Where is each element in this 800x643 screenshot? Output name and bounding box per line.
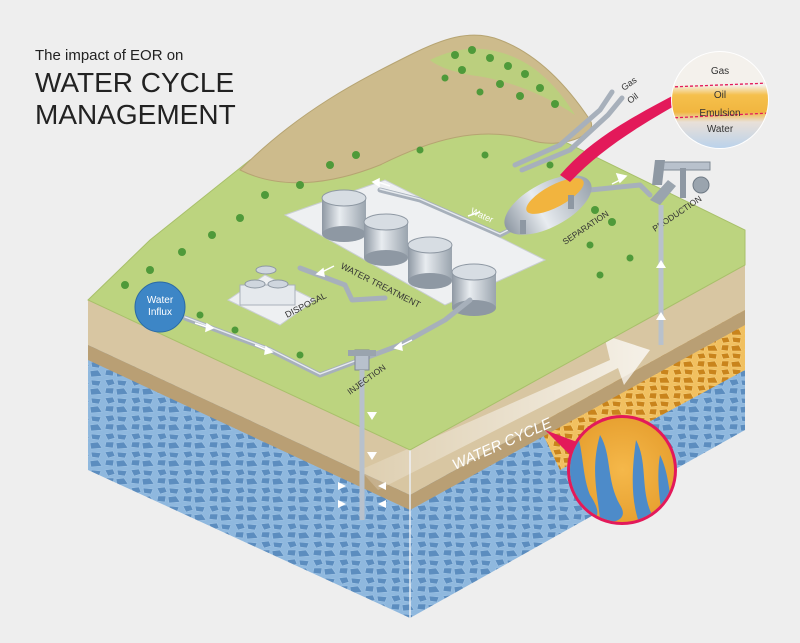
title-line-2: WATER CYCLE (35, 67, 234, 98)
gas-pipe-label: Gas (619, 75, 639, 93)
legend-oil-label: Oil (714, 90, 726, 101)
legend-gas-label: Gas (711, 66, 729, 77)
legend-emulsion-label: Emulsion (699, 108, 740, 119)
title-line-3: MANAGEMENT (35, 99, 236, 130)
title-line-1: The impact of EOR on (35, 47, 183, 64)
legend-water-label: Water (707, 124, 734, 135)
water-influx-label-line1: Water (147, 295, 174, 306)
oil-pipe-label: Oil (625, 91, 640, 106)
water-influx-label-line2: Influx (148, 307, 172, 318)
